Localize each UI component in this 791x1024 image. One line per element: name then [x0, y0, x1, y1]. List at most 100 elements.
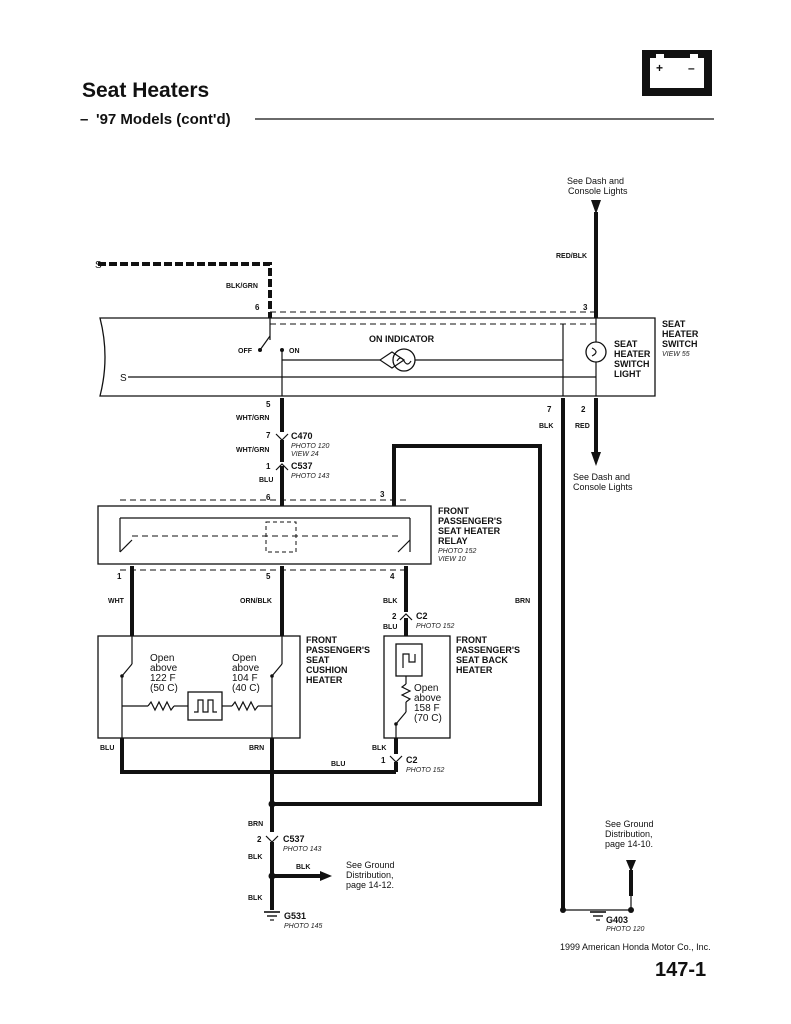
wire-label-wht-grn-2: WHT/GRN	[236, 447, 269, 454]
back-label-4: HEATER	[456, 665, 493, 675]
wire-label-wht-grn-1: WHT/GRN	[236, 415, 269, 422]
c2b-photo: PHOTO 152	[406, 767, 444, 774]
ground-icon	[264, 911, 280, 921]
connector-c2-bottom: C2	[406, 755, 418, 765]
arrow-right-icon	[320, 871, 332, 881]
note-dash-lights-bottom: See Dash and	[573, 472, 630, 482]
c537a-pin: 1	[266, 462, 271, 471]
wire-label-red-blk: RED/BLK	[556, 253, 587, 260]
switch-light-label-2: HEATER	[614, 349, 651, 359]
relay-label-4: RELAY	[438, 536, 468, 546]
connector-c2-top: C2	[416, 611, 428, 621]
c470-photo: PHOTO 120	[291, 443, 329, 450]
switch-on-label: ON	[289, 348, 300, 355]
relay-pin-3: 3	[380, 490, 385, 499]
resistor-icon	[400, 683, 412, 703]
cushion-heater-element-icon	[187, 691, 223, 721]
switch-pin-6: 6	[255, 303, 260, 312]
resistor-icon	[147, 700, 175, 712]
seat-heater-relay-box	[97, 505, 432, 565]
relay-label-1: FRONT	[438, 506, 469, 516]
cushion-label-3: SEAT	[306, 655, 330, 665]
relay-coil-icon	[265, 521, 297, 553]
c537a-photo: PHOTO 143	[291, 473, 329, 480]
wire-label-blk-4: BLK	[383, 598, 397, 605]
c470-pin: 7	[266, 431, 271, 440]
switch-label-1: SEAT	[662, 319, 686, 329]
switch-pin-7: 7	[547, 405, 552, 414]
relay-pin-5: 5	[266, 572, 271, 581]
cushion-thermo1-line1: Open	[150, 653, 174, 664]
ground-g403: G403	[606, 915, 628, 925]
cushion-thermo2-line2: above	[232, 663, 260, 674]
back-thermo-line2: above	[414, 693, 442, 704]
note-dash-lights-top: See Dash and	[567, 176, 624, 186]
note-ground-right-3: page 14-10.	[605, 839, 653, 849]
wire-label-blu-c2: BLU	[383, 624, 397, 631]
svg-text:S: S	[120, 373, 127, 384]
switch-off-label: OFF	[238, 348, 253, 355]
wire-break-icon: S	[95, 260, 102, 271]
wire-label-blk-c537: BLK	[248, 854, 262, 861]
back-thermo-line4: (70 C)	[414, 713, 442, 724]
cushion-thermo2-line3: 104 F	[232, 673, 258, 684]
cushion-thermo2-line4: (40 C)	[232, 683, 260, 694]
note-ground-left-2: Distribution,	[346, 870, 394, 880]
wire-label-blk-back: BLK	[372, 745, 386, 752]
connector-c537-top: C537	[291, 461, 313, 471]
seat-heater-switch-box	[99, 317, 656, 397]
c470-view: VIEW 24	[291, 451, 319, 458]
seat-cushion-heater-box	[97, 635, 301, 739]
cushion-thermo1-line3: 122 F	[150, 673, 176, 684]
switch-pin-2: 2	[581, 405, 586, 414]
switch-pin-5: 5	[266, 400, 271, 409]
wire-label-wht: WHT	[108, 598, 125, 605]
wire-label-brn-right: BRN	[515, 598, 530, 605]
back-thermo-line1: Open	[414, 683, 438, 694]
arrow-down-icon	[591, 200, 601, 214]
note-ground-right-1: See Ground	[605, 819, 654, 829]
wire-g403-link	[562, 896, 632, 911]
connector-c537-bottom: C537	[283, 834, 305, 844]
relay-view: VIEW 10	[438, 556, 466, 563]
relay-label-3: SEAT HEATER	[438, 526, 501, 536]
wire-label-blk-grn: BLK/GRN	[226, 283, 258, 290]
note-dash-lights-bottom-2: Console Lights	[573, 482, 633, 492]
c2a-photo: PHOTO 152	[416, 623, 454, 630]
c537b-photo: PHOTO 143	[283, 846, 321, 853]
wire-label-brn-down: BRN	[248, 821, 263, 828]
arrow-down-icon	[591, 452, 601, 466]
wire-label-brn-cushion: BRN	[249, 745, 264, 752]
copyright: 1999 American Honda Motor Co., Inc.	[560, 942, 711, 952]
wire-label-blk-ground: BLK	[296, 864, 310, 871]
page-title: Seat Heaters	[82, 79, 209, 102]
cushion-thermo1-line4: (50 C)	[150, 683, 178, 694]
wire-blk-grn	[98, 262, 272, 318]
wire-label-orn-blk: ORN/BLK	[240, 598, 272, 605]
wire-label-red-2: RED	[575, 423, 590, 430]
g403-photo: PHOTO 120	[606, 926, 644, 933]
relay-pin-6: 6	[266, 493, 271, 502]
cushion-label-1: FRONT	[306, 635, 337, 645]
ground-g531: G531	[284, 911, 306, 921]
relay-photo: PHOTO 152	[438, 548, 476, 555]
ground-icon	[590, 911, 606, 921]
wire-label-blk-g531: BLK	[248, 895, 262, 902]
cushion-label-5: HEATER	[306, 675, 343, 685]
switch-view: VIEW 55	[662, 351, 690, 358]
note-ground-left-3: page 14-12.	[346, 880, 394, 890]
wire-blu-bottom	[120, 738, 396, 774]
note-dash-lights-top-2: Console Lights	[568, 186, 628, 196]
switch-label-2: HEATER	[662, 329, 699, 339]
wire-label-blu-bottom: BLU	[331, 761, 345, 768]
battery-minus: –	[688, 61, 695, 75]
note-ground-right-2: Distribution,	[605, 829, 653, 839]
back-label-1: FRONT	[456, 635, 487, 645]
c2b-pin: 1	[381, 756, 386, 765]
wire-brn-loop	[274, 444, 542, 806]
back-label-3: SEAT BACK	[456, 655, 508, 665]
cushion-thermo2-line1: Open	[232, 653, 256, 664]
subtitle-dash: –	[80, 111, 88, 128]
g531-photo: PHOTO 145	[284, 923, 322, 930]
